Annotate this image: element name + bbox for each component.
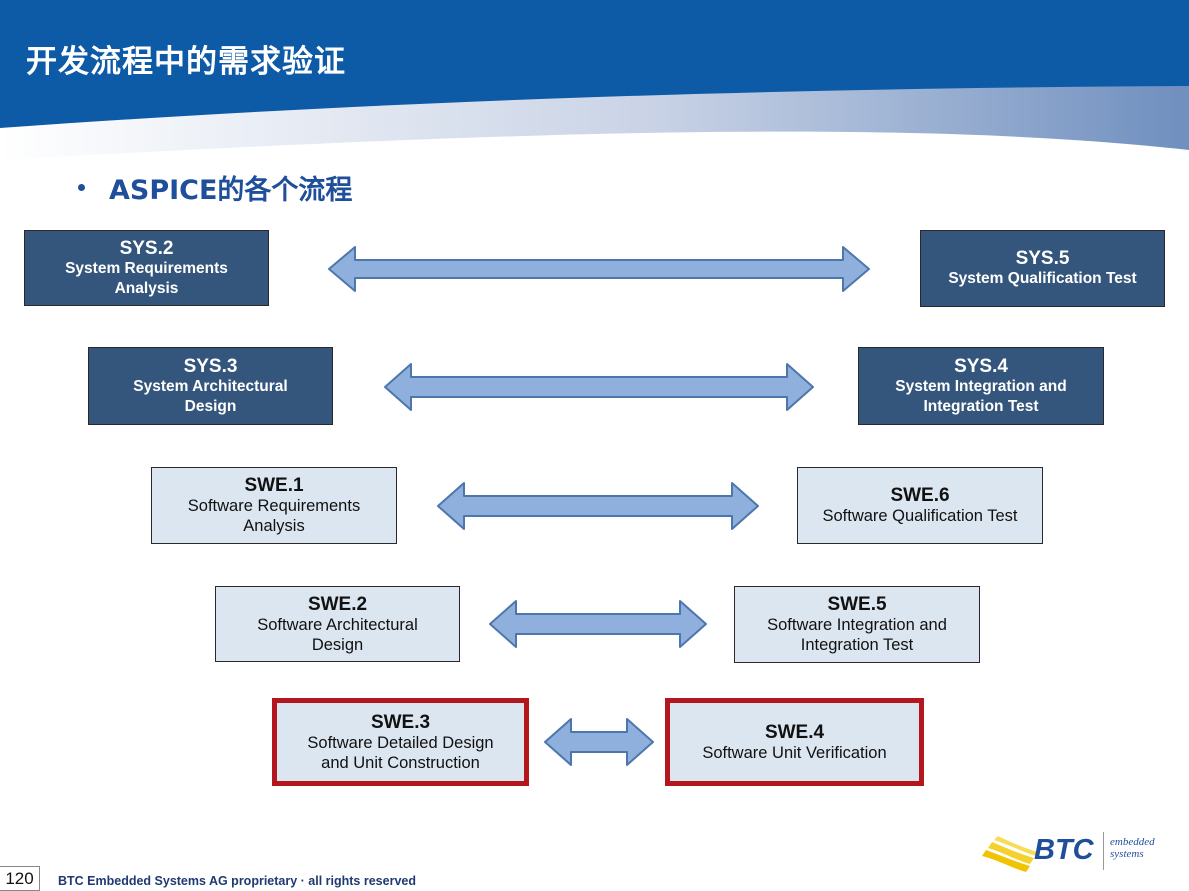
process-box-sys4: SYS.4 System Integration and Integration… [858, 347, 1104, 425]
process-name-line: Software Architectural [257, 615, 418, 634]
logo-text: BTC [1034, 834, 1094, 866]
process-box-swe6: SWE.6 Software Qualification Test [797, 467, 1043, 544]
double-arrow-sys2-sys5 [328, 246, 870, 292]
logo-subtext-line: systems [1110, 848, 1144, 860]
logo-swoosh-icon [982, 836, 1038, 872]
bullet-item: ASPICE的各个流程 [78, 168, 352, 207]
footer-copyright: BTC Embedded Systems AG proprietary · al… [58, 874, 416, 888]
process-name-line: Analysis [114, 279, 179, 297]
logo-divider [1103, 832, 1104, 870]
double-arrow-swe1-swe6 [437, 482, 759, 530]
logo-subtext-line: embedded [1110, 836, 1155, 848]
process-name-line: System Requirements [65, 259, 228, 277]
process-name-line: Design [311, 635, 364, 654]
bullet-icon [78, 184, 85, 191]
process-code: SWE.2 [307, 593, 368, 615]
process-name-line: and Unit Construction [321, 753, 480, 772]
process-name-line: Software Unit Verification [702, 743, 887, 762]
process-box-sys2: SYS.2 System Requirements Analysis [24, 230, 269, 306]
process-box-swe3: SWE.3 Software Detailed Design and Unit … [272, 698, 529, 786]
btc-logo: BTC embedded systems [980, 828, 1180, 878]
header-banner-graphic [0, 0, 1189, 160]
process-box-swe4: SWE.4 Software Unit Verification [665, 698, 924, 786]
process-code: SWE.3 [370, 711, 431, 733]
process-box-sys3: SYS.3 System Architectural Design [88, 347, 333, 425]
process-code: SYS.5 [1015, 248, 1070, 269]
double-arrow-sys3-sys4 [384, 363, 814, 411]
page-title: 开发流程中的需求验证 [26, 44, 346, 80]
process-name-line: Software Detailed Design [307, 733, 494, 752]
process-code: SYS.4 [954, 355, 1008, 377]
double-arrow-swe2-swe5 [489, 600, 707, 648]
process-code: SWE.1 [244, 475, 304, 496]
page-number: 120 [0, 866, 40, 891]
process-code: SWE.6 [890, 485, 950, 506]
process-box-swe5: SWE.5 Software Integration and Integrati… [734, 586, 980, 663]
bullet-text: ASPICE的各个流程 [109, 175, 353, 206]
process-name-line: Software Qualification Test [822, 507, 1018, 525]
process-code: SWE.5 [827, 594, 887, 615]
process-name-line: Analysis [243, 517, 305, 535]
process-box-swe1: SWE.1 Software Requirements Analysis [151, 467, 397, 544]
process-name-line: Design [184, 397, 237, 415]
process-name-line: Software Integration and [767, 616, 947, 634]
process-code: SYS.3 [183, 355, 238, 377]
process-name-line: Software Requirements [187, 497, 361, 515]
process-name-line: Integration Test [923, 397, 1039, 415]
logo-subtext: embedded systems [1110, 836, 1180, 860]
process-code: SYS.2 [119, 237, 174, 259]
process-name-line: System Integration and [895, 377, 1067, 395]
process-box-sys5: SYS.5 System Qualification Test [920, 230, 1165, 307]
process-code: SWE.4 [764, 721, 825, 743]
process-box-swe2: SWE.2 Software Architectural Design [215, 586, 460, 662]
process-name-line: System Architectural [133, 377, 288, 395]
process-name-line: Integration Test [800, 636, 914, 654]
slide-header: 开发流程中的需求验证 [0, 0, 1189, 160]
process-name-line: System Qualification Test [948, 270, 1137, 287]
double-arrow-swe3-swe4 [544, 718, 654, 766]
